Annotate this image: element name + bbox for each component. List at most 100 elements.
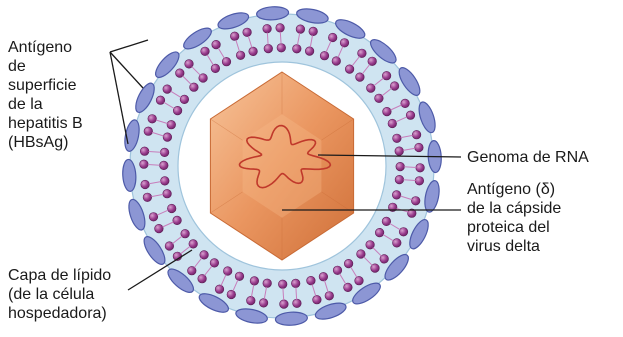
label-hbsag-line: Antígeno — [8, 38, 83, 57]
lipid-head-inner — [200, 251, 209, 260]
label-capsid-line: de la cápside — [467, 199, 561, 218]
lipid-head-outer — [144, 127, 153, 136]
lipid-head-inner — [395, 175, 404, 184]
lipid-head-inner — [356, 73, 365, 82]
lipid-head-inner — [167, 204, 176, 213]
lipid-head-outer — [149, 213, 158, 222]
lipid-head-inner — [345, 65, 354, 74]
lipid-head-outer — [163, 85, 172, 94]
label-hbsag-line: hepatitis B — [8, 114, 83, 133]
lipid-head-outer — [247, 296, 256, 305]
lipid-head-inner — [180, 95, 189, 104]
lipid-head-inner — [210, 259, 219, 268]
lipid-head-outer — [393, 239, 402, 248]
lipid-head-outer — [355, 276, 364, 285]
lipid-head-outer — [415, 177, 424, 186]
lipid-head-outer — [230, 32, 239, 41]
lipid-head-inner — [382, 217, 391, 226]
lipid-head-outer — [358, 49, 367, 58]
lipid-head-inner — [291, 279, 300, 288]
lipid-head-inner — [173, 216, 182, 225]
lipid-head-inner — [223, 267, 232, 276]
lipid-head-inner — [263, 279, 272, 288]
lipid-head-inner — [211, 64, 220, 73]
lipid-head-inner — [375, 228, 384, 237]
lipid-head-inner — [236, 51, 245, 60]
lipid-head-outer — [155, 224, 164, 233]
lipid-head-inner — [278, 280, 287, 289]
lipid-head-outer — [401, 99, 410, 108]
lipid-head-inner — [249, 47, 258, 56]
lipid-tail — [296, 287, 297, 299]
label-hbsag-line: de la — [8, 95, 83, 114]
lipid-head-inner — [173, 106, 182, 115]
lipid-head-inner — [161, 177, 170, 186]
lipid-head-outer — [382, 71, 391, 80]
label-lipid-line: Capa de lípido — [8, 266, 111, 285]
lipid-head-outer — [148, 115, 157, 124]
label-capsid-line: proteica del — [467, 218, 561, 237]
lipid-head-outer — [188, 266, 197, 275]
lipid-head-outer — [412, 130, 421, 139]
lipid-head-outer — [293, 299, 302, 308]
label-hbsag: Antígeno de superficie de la hepatitis B… — [8, 38, 83, 152]
label-hbsag-line: superficie — [8, 76, 83, 95]
lipid-head-inner — [160, 148, 169, 157]
leader-hbsag-3 — [110, 52, 128, 144]
lipid-head-inner — [393, 134, 402, 143]
lipid-head-inner — [344, 259, 353, 268]
lipid-head-inner — [235, 272, 244, 281]
lipid-head-outer — [309, 27, 318, 36]
lipid-head-outer — [296, 25, 305, 34]
lipid-head-outer — [140, 160, 149, 169]
label-hbsag-line: de — [8, 57, 83, 76]
lipid-head-inner — [319, 272, 328, 281]
lipid-head-inner — [307, 276, 316, 285]
label-capsid-line: Antígeno (δ) — [467, 180, 561, 199]
lipid-head-outer — [143, 193, 152, 202]
lipid-head-inner — [395, 147, 404, 156]
lipid-head-outer — [156, 96, 165, 105]
lipid-head-outer — [411, 197, 420, 206]
lipid-head-outer — [227, 290, 236, 299]
leader-hbsag-2 — [110, 52, 143, 88]
lipid-head-outer — [390, 82, 399, 91]
lipid-head-inner — [367, 84, 376, 93]
lipid-tail — [403, 180, 415, 181]
leader-hbsag-1 — [110, 40, 148, 52]
lipid-head-inner — [160, 161, 169, 170]
lipid-head-outer — [276, 24, 285, 33]
lipid-head-inner — [163, 133, 172, 142]
lipid-head-outer — [325, 292, 334, 301]
lipid-head-inner — [222, 57, 231, 66]
lipid-head-outer — [344, 283, 353, 292]
label-capsid: Antígeno (δ) de la cápside proteica del … — [467, 180, 561, 256]
lipid-head-inner — [167, 120, 176, 129]
lipid-tail — [148, 165, 160, 166]
lipid-tail — [149, 152, 161, 153]
lipid-head-outer — [415, 143, 424, 152]
lipid-head-outer — [140, 147, 149, 156]
lipid-head-inner — [293, 45, 302, 54]
lipid-head-inner — [383, 107, 392, 116]
lipid-head-inner — [388, 119, 397, 128]
lipid-head-outer — [141, 180, 150, 189]
lipid-head-outer — [313, 295, 322, 304]
label-lipid: Capa de lípido (de la célula hospedadora… — [8, 266, 111, 323]
label-capsid-line: virus delta — [467, 237, 561, 256]
lipid-head-outer — [243, 28, 252, 37]
lipid-head-inner — [396, 162, 405, 171]
lipid-head-inner — [250, 277, 259, 286]
lipid-head-inner — [305, 47, 314, 56]
lipid-head-outer — [165, 242, 174, 251]
lipid-head-outer — [215, 285, 224, 294]
lipid-head-inner — [333, 266, 342, 275]
lipid-head-outer — [416, 164, 425, 173]
lipid-head-inner — [189, 240, 198, 249]
lipid-head-inner — [163, 189, 172, 198]
lipid-head-inner — [264, 44, 273, 53]
lipid-head-inner — [320, 51, 329, 60]
label-genome: Genoma de RNA — [467, 148, 589, 167]
label-hbsag-line: (HBsAg) — [8, 133, 83, 152]
lipid-head-outer — [198, 274, 207, 283]
